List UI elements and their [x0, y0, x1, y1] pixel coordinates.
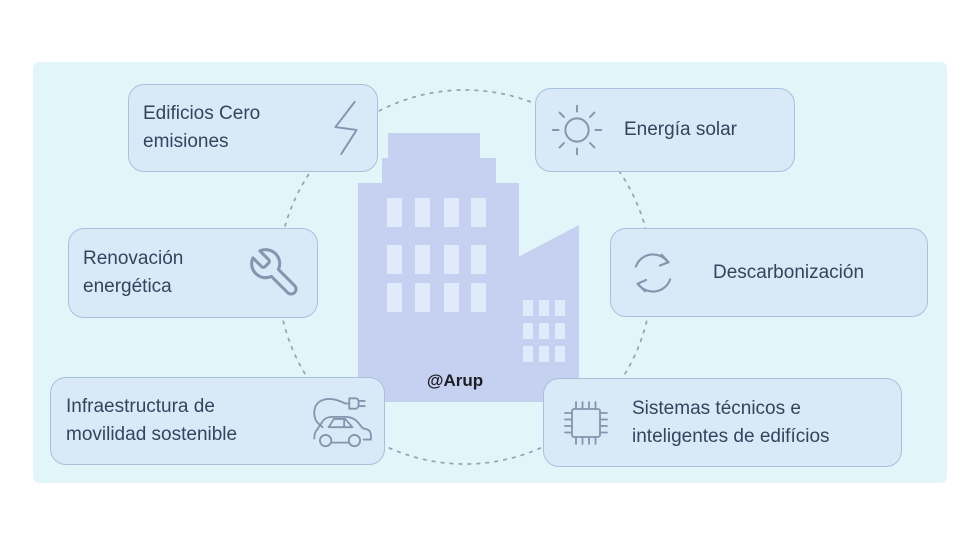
building-windows	[387, 198, 565, 362]
card-sustainable-mobility-label: Infraestructura de movilidad sostenible	[66, 396, 238, 445]
wrench-icon	[247, 245, 303, 301]
card-zero-emissions: Edificios Cero emisiones	[128, 84, 378, 172]
arup-credit: @Arup	[426, 371, 484, 390]
electric-car-icon	[304, 390, 374, 452]
card-building-systems-label: Sistemas técnicos e inteligentes de edif…	[632, 397, 830, 447]
card-decarbonization: Descarbonización	[610, 228, 928, 317]
card-energy-renovation-label: Renovación energética	[83, 248, 184, 297]
microchip-icon	[556, 393, 616, 453]
card-sustainable-mobility: Infraestructura de movilidad sostenible	[50, 377, 385, 465]
card-energy-renovation: Renovación energética	[68, 228, 318, 318]
sun-icon	[546, 99, 608, 161]
cycle-arrows-icon	[623, 243, 683, 303]
card-decarbonization-label: Descarbonización	[713, 261, 865, 283]
card-zero-emissions-label: Edificios Cero emisiones	[143, 103, 261, 152]
card-solar-energy-label: Energía solar	[624, 119, 738, 140]
building-illustration	[358, 133, 579, 402]
card-solar-energy: Energía solar	[535, 88, 795, 172]
lightning-bolt-icon	[331, 99, 361, 157]
card-building-systems: Sistemas técnicos e inteligentes de edif…	[543, 378, 902, 467]
